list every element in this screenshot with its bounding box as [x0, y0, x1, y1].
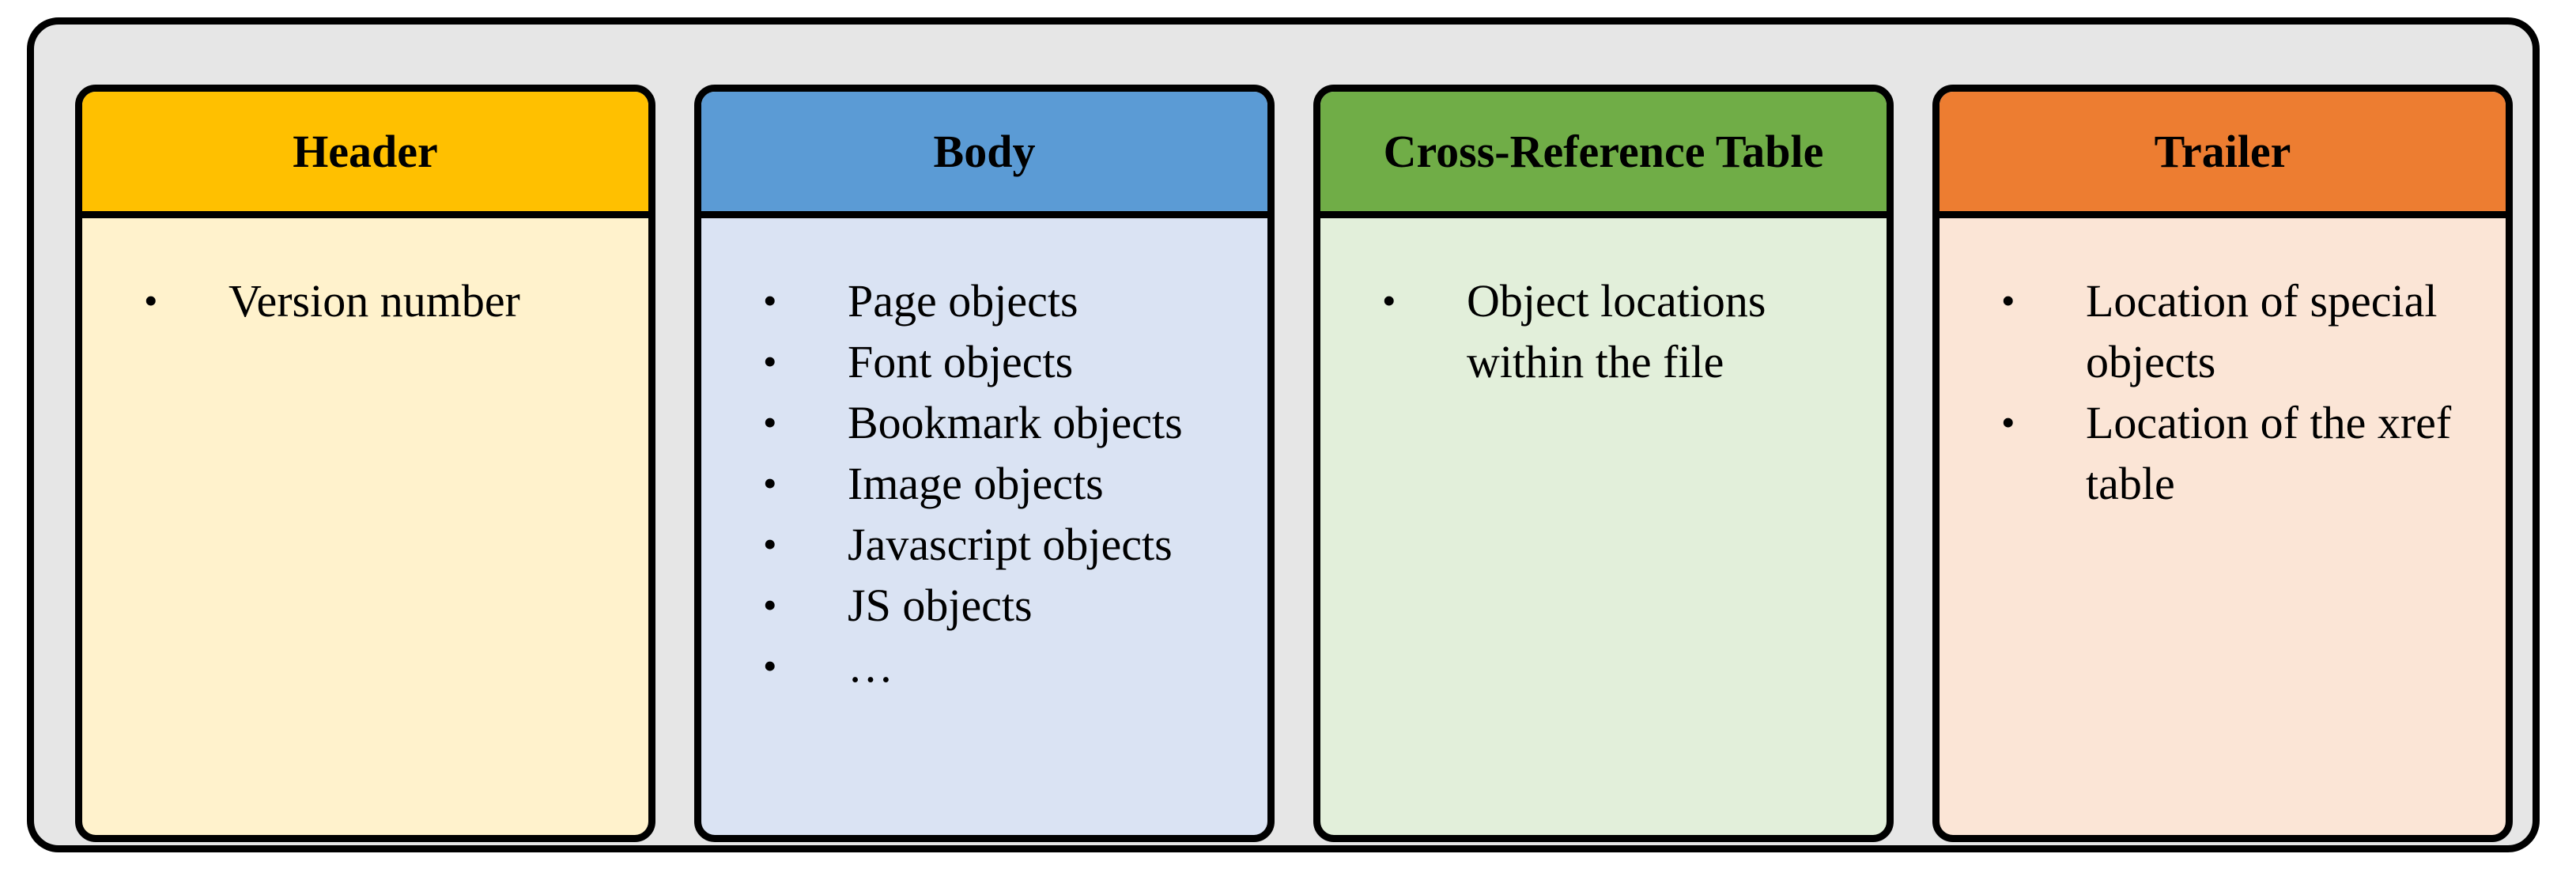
- list-item: • Font objects: [701, 331, 1267, 392]
- item-text: Version number: [229, 275, 520, 327]
- section-body: • Location of special objects • Location of…: [1940, 218, 2506, 514]
- item-text: …: [848, 640, 893, 692]
- item-text: Image objects: [848, 458, 1104, 509]
- bullet-icon: •: [1382, 278, 1396, 323]
- item-text: Object locations within the file: [1467, 275, 1766, 387]
- item-text: Font objects: [848, 336, 1074, 387]
- item-text: Javascript objects: [848, 519, 1173, 570]
- section-body-objects: Body • Page objects • Font objects • Bookmark…: [694, 85, 1275, 842]
- item-list: • Object locations within the file: [1320, 270, 1887, 392]
- section-body: • Page objects • Font objects • Bookmark obje…: [701, 218, 1267, 697]
- bullet-icon: •: [763, 461, 777, 505]
- bullet-icon: •: [144, 278, 158, 323]
- bullet-icon: •: [763, 339, 777, 383]
- bullet-icon: •: [763, 400, 777, 444]
- section-trailer: Trailer • Location of special objects • Loc…: [1932, 85, 2513, 842]
- list-item: • JS objects: [701, 575, 1267, 636]
- section-body: • Version number: [82, 218, 648, 331]
- item-text: Location of the xref table: [2086, 397, 2452, 509]
- section-title: Header: [82, 92, 648, 218]
- item-list: • Version number: [82, 270, 648, 331]
- bullet-icon: •: [763, 522, 777, 566]
- section-cross-reference-table: Cross-Reference Table • Object locations …: [1313, 85, 1894, 842]
- bullet-icon: •: [2001, 400, 2015, 444]
- list-item: • Location of special objects: [1940, 270, 2506, 392]
- item-text: JS objects: [848, 580, 1033, 631]
- list-item: • Version number: [82, 270, 648, 331]
- list-item: • Bookmark objects: [701, 392, 1267, 453]
- item-list: • Location of special objects • Location of…: [1940, 270, 2506, 514]
- bullet-icon: •: [763, 278, 777, 323]
- section-title: Cross-Reference Table: [1320, 92, 1887, 218]
- section-title: Body: [701, 92, 1267, 218]
- bullet-icon: •: [2001, 278, 2015, 323]
- item-list: • Page objects • Font objects • Bookmark obje…: [701, 270, 1267, 697]
- section-title: Trailer: [1940, 92, 2506, 218]
- list-item: • Page objects: [701, 270, 1267, 331]
- item-text: Page objects: [848, 275, 1078, 327]
- item-text: Bookmark objects: [848, 397, 1183, 448]
- item-text: Location of special objects: [2086, 275, 2438, 387]
- list-item: • Location of the xref table: [1940, 392, 2506, 514]
- bullet-icon: •: [763, 644, 777, 688]
- section-header: Header • Version number: [75, 85, 655, 842]
- list-item: • Image objects: [701, 453, 1267, 514]
- list-item: •…: [701, 636, 1267, 697]
- pdf-structure-container: Header • Version number Body • Page object…: [27, 17, 2540, 852]
- list-item: • Javascript objects: [701, 514, 1267, 575]
- bullet-icon: •: [763, 583, 777, 627]
- list-item: • Object locations within the file: [1320, 270, 1887, 392]
- section-body: • Object locations within the file: [1320, 218, 1887, 392]
